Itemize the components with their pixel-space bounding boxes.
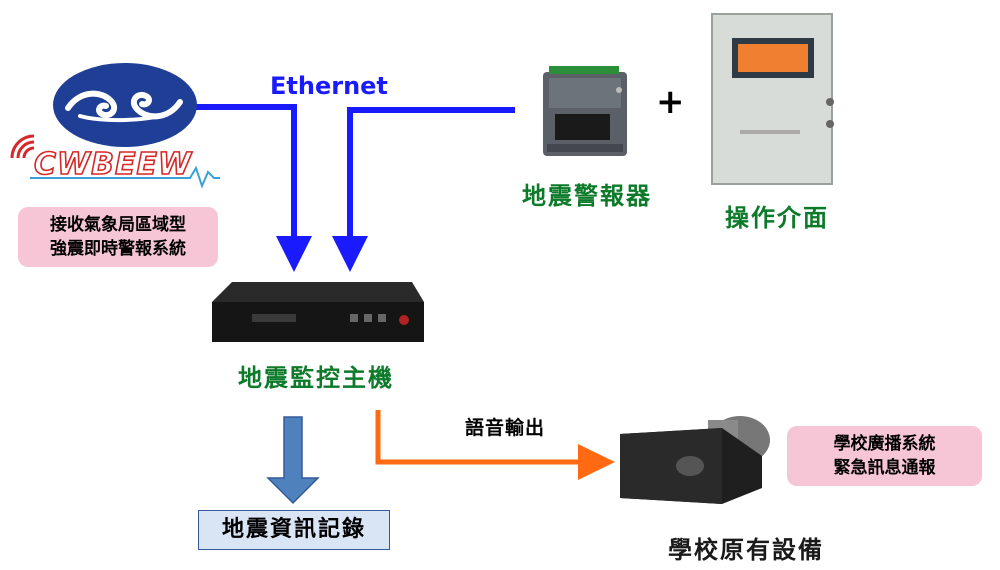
control-panel-icon [711, 13, 834, 185]
operation-interface-label: 操作介面 [725, 204, 829, 232]
school-box-line-2: 緊急訊息通報 [833, 458, 936, 478]
cloud-emblem-icon: CWBEEW [10, 63, 220, 189]
monitoring-host-device [212, 280, 424, 350]
school-box-line-1: 學校廣播系統 [833, 434, 936, 454]
alarm-device-icon [543, 66, 627, 156]
record-arrow [266, 416, 320, 505]
audio-output-label: 語音輸出 [465, 417, 546, 439]
cwb-receiver-description: 接收氣象局區域型 強震即時警報系統 [18, 207, 218, 267]
cwbeew-logo: CWBEEW [10, 60, 220, 190]
description-line-2: 強震即時警報系統 [50, 239, 186, 259]
ethernet-label: Ethernet [270, 72, 388, 100]
plus-sign: + [656, 82, 685, 122]
school-broadcast-description: 學校廣播系統 緊急訊息通報 [787, 426, 982, 486]
operation-interface-device [710, 12, 835, 187]
earthquake-alarm-label: 地震警報器 [522, 182, 652, 210]
host-server-icon [212, 282, 424, 342]
earthquake-record-box: 地震資訊記錄 [198, 510, 390, 550]
school-speaker-device [612, 410, 777, 515]
description-line-1: 接收氣象局區域型 [50, 215, 186, 235]
school-equipment-label: 學校原有設備 [668, 536, 824, 564]
ethernet-line-left [190, 104, 312, 272]
audio-output-arrow [375, 410, 615, 480]
ethernet-line-right [332, 107, 515, 272]
cwbeew-wordmark: CWBEEW [34, 147, 193, 182]
monitoring-host-label: 地震監控主機 [238, 364, 394, 392]
earthquake-alarm-device [535, 62, 635, 162]
speaker-icon [620, 416, 770, 504]
